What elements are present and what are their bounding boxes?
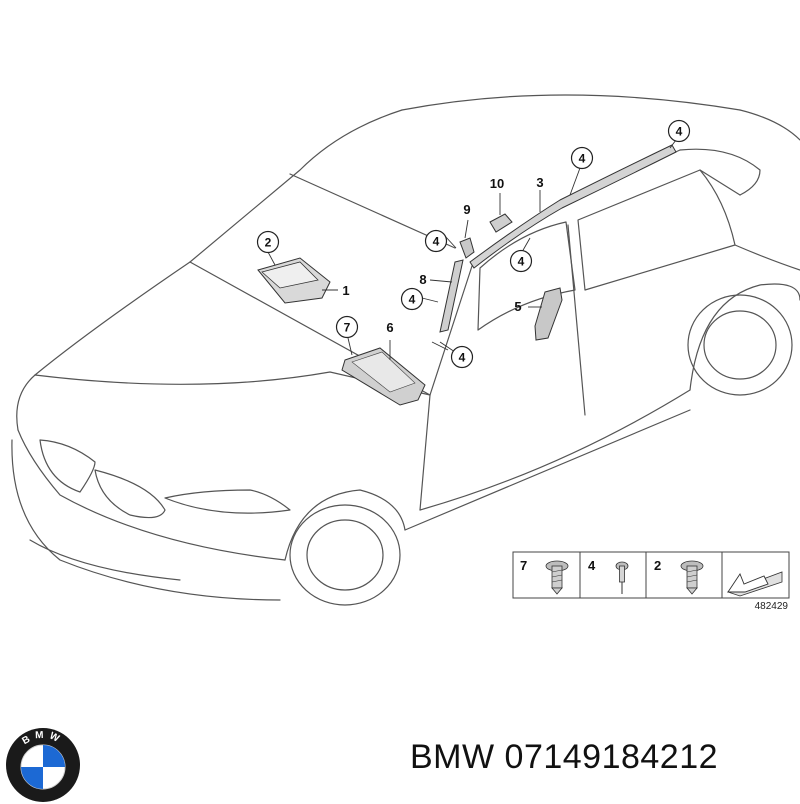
- callout-7: 7: [335, 315, 359, 339]
- callout-label: 7: [344, 321, 351, 335]
- callout-label: 4: [433, 235, 440, 249]
- part-number-caption: BMW 07149184212: [410, 738, 719, 776]
- label-10: 10: [490, 176, 504, 191]
- orientation-arrow-icon: [726, 571, 783, 597]
- part-3-curtain-airbag: [469, 144, 677, 269]
- car-outline: [11, 94, 800, 606]
- callout-label: 4: [579, 152, 586, 166]
- screw-icon: [680, 560, 704, 595]
- rivet-icon: [615, 561, 629, 594]
- label-8: 8: [419, 272, 426, 287]
- part-1-passenger-airbag: [257, 257, 338, 304]
- legend-label-2: 2: [654, 558, 661, 573]
- callout-label: 2: [265, 236, 272, 250]
- fastener-legend: 7 4 2: [512, 551, 790, 599]
- bmw-logo-icon: BMW: [6, 728, 80, 802]
- legend-label-4: 4: [588, 558, 596, 573]
- part-9-bracket: [459, 237, 475, 259]
- callout-4-b: 4: [400, 287, 424, 311]
- label-3: 3: [536, 175, 543, 190]
- callout-4-e: 4: [570, 146, 594, 170]
- label-6: 6: [386, 320, 393, 335]
- callout-4-f: 4: [667, 119, 691, 143]
- callout-label: 4: [518, 255, 525, 269]
- part-8-pillar-trim: [439, 259, 464, 333]
- legend-label-7: 7: [520, 558, 527, 573]
- label-5: 5: [514, 299, 521, 314]
- callout-4-a: 4: [424, 229, 448, 253]
- label-1: 1: [342, 283, 349, 298]
- callout-label: 4: [459, 351, 466, 365]
- part-6-knee-airbag: [341, 347, 426, 406]
- reference-number: 482429: [755, 601, 789, 612]
- callout-label: 4: [676, 125, 683, 139]
- callout-4-d: 4: [509, 249, 533, 273]
- callout-label: 4: [409, 293, 416, 307]
- label-9: 9: [463, 202, 470, 217]
- screw-icon: [545, 560, 569, 595]
- leader-lines: [267, 139, 677, 360]
- part-10-bracket: [489, 213, 513, 233]
- part-5-side-airbag: [534, 287, 563, 341]
- callout-4-c: 4: [450, 345, 474, 369]
- callout-2: 2: [256, 230, 280, 254]
